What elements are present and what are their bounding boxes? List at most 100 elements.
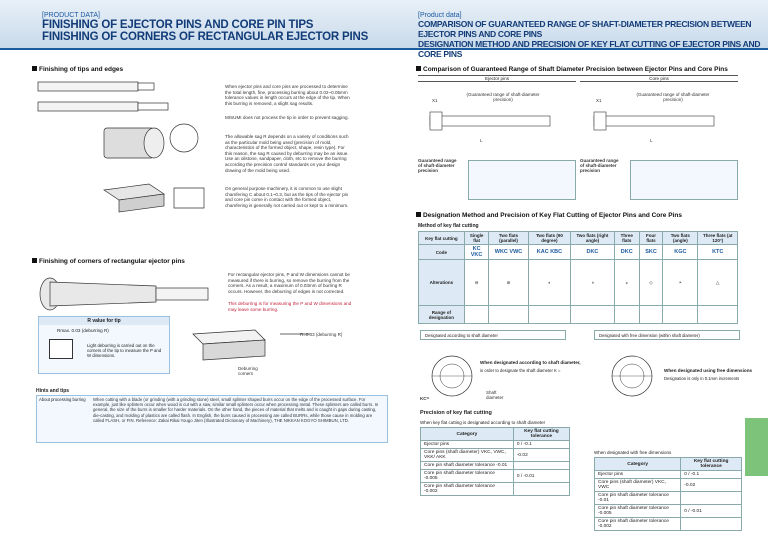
tol-value	[680, 517, 742, 531]
tol-value: 0 / -0.1	[512, 440, 571, 449]
tol-category: Core pin shaft diameter tolerance -0.002	[593, 517, 682, 531]
kf-header: Four flats	[638, 231, 664, 245]
left-header-title-1: FINISHING OF EJECTOR PINS AND CORE PIN T…	[42, 19, 314, 31]
r-value-note: Light deburring is carried out on the co…	[87, 343, 162, 358]
kf-diagram: ◇	[638, 259, 664, 306]
rectangular-pin-illustration	[39, 277, 209, 311]
kf-range	[662, 305, 699, 324]
kf-range	[463, 305, 490, 324]
kf-row-label: Code	[418, 244, 465, 260]
section-finishing-tips: Finishing of tips and edges	[32, 66, 123, 73]
designation-1-title: When designated according to shaft diame…	[480, 360, 581, 365]
kf-header: Single flat	[463, 231, 490, 245]
method-title: Method of key flat cutting	[418, 223, 479, 229]
tips-paragraph-4: On general purpose machinery, it is comm…	[225, 186, 349, 208]
kf-code: WKC VWC	[488, 244, 529, 260]
section-designation: Designation Method and Precision of Key …	[416, 212, 682, 219]
right-header: [Product data] COMPARISON OF GUARANTEED …	[418, 12, 768, 59]
tol-b-row: Core pin shaft diameter tolerance -0.002	[593, 517, 742, 531]
tips-paragraph-3: The allowable sag R depends on a variety…	[225, 134, 349, 173]
tol-category: Core pin shaft diameter tolerance -0.005	[593, 504, 682, 518]
tol-a-row: Core pins (shaft diameter) VKC, VWC, VKK…	[420, 448, 571, 462]
hints-box: About processing burring When cutting wi…	[36, 395, 388, 443]
tol-header: Key flat cutting tolerance	[512, 427, 571, 441]
tol-category: Ejector pins	[593, 470, 682, 479]
ejector-guarantee-label: Guaranteed range of shaft-diameter preci…	[418, 158, 457, 173]
kf-range	[527, 305, 572, 324]
tol-value: -0.02	[680, 478, 742, 492]
tol-header: Category	[593, 457, 682, 471]
kf-header: Two flats (90 degree)	[527, 231, 572, 245]
tol-value	[680, 491, 742, 505]
kf-code: KTC	[697, 244, 738, 260]
tol-category: Core pin shaft diameter tolerance -0.002	[420, 482, 514, 496]
tol-header: Key flat cutting tolerance	[680, 457, 742, 471]
section-comparison: Comparison of Guaranteed Range of Shaft …	[416, 66, 728, 73]
ejector-guarantee-note: (Guaranteed range of shaft-diameter prec…	[466, 92, 540, 102]
core-guarantee-note: (Guaranteed range of shaft-diameter prec…	[636, 92, 710, 102]
core-pins-heading: Core pins	[580, 76, 738, 82]
section-index-tab[interactable]	[745, 418, 768, 476]
x1-label-core: X1	[596, 98, 602, 103]
core-dimension-table	[630, 160, 738, 200]
shaft-diameter-designation-tab: Designated according to shaft diameter	[420, 330, 566, 340]
ejector-dimension-table	[468, 160, 576, 200]
right-header-tag: [Product data]	[418, 12, 462, 19]
tol-category: Core pin shaft diameter tolerance -0.005	[420, 469, 514, 483]
left-header-tag: [PRODUCT DATA]	[42, 12, 100, 19]
tol-value: -0.02	[512, 448, 571, 462]
kf-header: Key flat cutting	[418, 231, 465, 245]
kf-diagram: △	[697, 259, 738, 306]
deburring-corners-label: Deburring corners	[238, 366, 258, 376]
pin-tips-illustration	[37, 81, 205, 213]
free-dimension-designation-tab: Designated with free dimension (within s…	[594, 330, 740, 340]
page-header: [PRODUCT DATA] FINISHING OF EJECTOR PINS…	[0, 0, 768, 59]
shaft-circle-diagram	[431, 355, 473, 397]
kf-header: Three flats	[613, 231, 640, 245]
r-value-line: Rmax. 0.03 (deburring R)	[57, 328, 109, 333]
precision-title: Precision of key flat cutting	[420, 410, 492, 416]
tolerance-a-caption: When key flat cutting is designated acco…	[420, 420, 546, 425]
right-header-title-1: COMPARISON OF GUARANTEED RANGE OF SHAFT-…	[418, 19, 752, 39]
r-value-box: R value for tip Rmax. 0.03 (deburring R)…	[38, 316, 170, 374]
key-flat-header-row: Key flat cutting Single flat Two flats (…	[418, 231, 738, 245]
kf-diagram: ◓	[662, 259, 699, 306]
tol-category: Core pins (shaft diameter) VKC, VWC, VKK…	[420, 448, 514, 462]
key-flat-alteration-row: Alterations ⊖ ⊜ ◐ ◑ ◒ ◇ ◓ △	[418, 259, 738, 306]
kf-row-label: Range of designation	[418, 305, 465, 324]
tol-a-row: Core pin shaft diameter tolerance -0.005…	[420, 469, 571, 483]
tol-b-row: Core pin shaft diameter tolerance -0.005…	[593, 504, 742, 518]
shaft-diameter-label: Shaft diameter	[486, 390, 504, 400]
kc-equals-label: KC=	[420, 396, 430, 401]
tol-b-row: Core pin shaft diameter tolerance -0.01	[593, 491, 742, 505]
tol-category: Core pin shaft diameter tolerance -0.01	[593, 491, 682, 505]
left-header-title-2: FINISHING OF CORNERS OF RECTANGULAR EJEC…	[42, 31, 369, 43]
tol-a-row: Core pin shaft diameter tolerance -0.002	[420, 482, 571, 496]
tol-category: Core pin shaft diameter tolerance -0.01	[420, 461, 514, 470]
key-flat-range-row: Range of designation	[418, 305, 738, 324]
hints-subtitle: About processing burring	[39, 397, 86, 402]
kf-code: SKC	[638, 244, 664, 260]
tol-category: Ejector pins	[420, 440, 514, 449]
right-header-title-2: DESIGNATION METHOD AND PRECISION OF KEY …	[418, 39, 761, 59]
kf-header: Two flats (angle)	[662, 231, 699, 245]
comparison-panel: Ejector pins Core pins X1 X1 L L (Guaran…	[418, 75, 738, 205]
pin-dimension-drawings	[429, 111, 715, 131]
kf-code: DKC	[570, 244, 615, 260]
designation-2-subtitle: Designation is only in 0.1mm increments	[664, 376, 740, 381]
tol-category: Core pins (shaft diameter) VKC, VWC	[593, 478, 682, 492]
deburring-illustration	[192, 329, 310, 361]
hints-title: Hints and tips	[36, 388, 70, 394]
tips-paragraph-2: MISUMI does not process the tip in order…	[225, 115, 349, 120]
kf-header: Three flats (at 120°)	[697, 231, 738, 245]
kf-range	[613, 305, 640, 324]
ejector-pins-heading: Ejector pins	[418, 76, 576, 82]
kf-diagram: ⊜	[488, 259, 529, 306]
free-circle-diagram	[611, 355, 653, 397]
tol-b-row: Core pins (shaft diameter) VKC, VWC-0.02	[593, 478, 742, 492]
